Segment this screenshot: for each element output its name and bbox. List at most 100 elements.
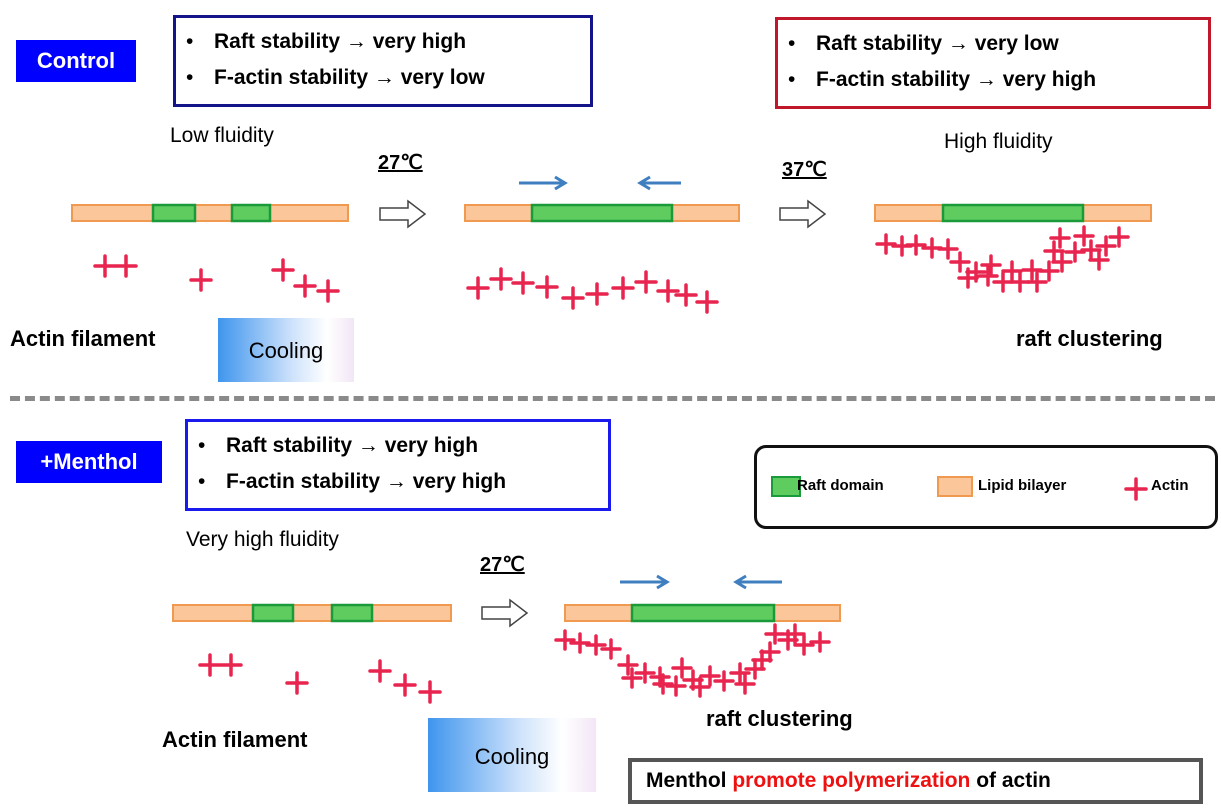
actin-cross <box>293 274 317 298</box>
actin-monomer <box>949 251 971 273</box>
actin-cross <box>1088 249 1110 271</box>
actin-monomer <box>734 673 756 695</box>
actin-cross <box>1049 227 1071 249</box>
actin-monomer <box>764 623 786 645</box>
actin-cross <box>674 283 698 307</box>
actin-cross <box>980 254 1002 276</box>
actin-filament-label: Actin filament <box>10 326 156 351</box>
actin-cross <box>634 270 658 294</box>
actin-cross <box>713 670 735 692</box>
actin-monomer <box>114 254 138 278</box>
actin-monomer <box>784 623 806 645</box>
actin-cross <box>764 623 786 645</box>
actin-cross <box>393 673 417 697</box>
actin-cross <box>652 673 674 695</box>
menthol-tag: +Menthol <box>16 441 162 483</box>
raft-domain <box>630 603 776 623</box>
actin-monomer <box>1108 226 1130 248</box>
actin-cross <box>418 680 442 704</box>
actin-cross <box>611 276 635 300</box>
actin-cross <box>93 254 117 278</box>
legend-lipid-label: Lipid bilayer <box>978 477 1067 494</box>
actin-cross <box>759 641 781 663</box>
legend: Raft domain Lipid bilayer Actin <box>754 445 1218 529</box>
actin-monomer <box>1038 260 1060 282</box>
actin-cross <box>1043 240 1065 262</box>
actin-monomer <box>875 233 897 255</box>
actin-cross <box>1001 260 1023 282</box>
actin-monomer <box>489 267 513 291</box>
actin-cross <box>649 666 671 688</box>
cooling-gradient: Cooling <box>218 318 354 382</box>
actin-monomer <box>511 271 535 295</box>
actin-monomer <box>554 629 576 651</box>
actin-monomer <box>1001 260 1023 282</box>
actin-monomer <box>674 283 698 307</box>
actin-monomer <box>93 254 117 278</box>
high-fluidity-label: High fluidity <box>944 130 1053 153</box>
actin-cross <box>1073 225 1095 247</box>
actin-cross <box>219 653 243 677</box>
actin-monomer <box>965 261 987 283</box>
conclusion-box: Menthol promote polymerization of actin <box>628 758 1203 804</box>
actin-filament-label: Actin filament <box>162 727 308 752</box>
raft-clustering-label: raft clustering <box>706 706 853 731</box>
actin-monomer <box>1088 249 1110 271</box>
actin-cross <box>793 634 815 656</box>
actin-monomer <box>1021 259 1043 281</box>
menthol-summary-box: •Raft stability → very high •F-actin sta… <box>185 419 611 511</box>
actin-monomer <box>689 676 711 698</box>
actin-cross <box>949 251 971 273</box>
actin-monomer <box>751 649 773 671</box>
actin-cross <box>875 233 897 255</box>
actin-cross <box>965 261 987 283</box>
summary-item: •F-actin stability → very high <box>788 68 1097 91</box>
raft-domain <box>251 603 295 623</box>
actin-monomer <box>682 669 704 691</box>
actin-monomer <box>621 667 643 689</box>
raft-domain <box>941 203 1085 223</box>
process-arrow <box>779 199 827 229</box>
actin-monomer <box>368 659 392 683</box>
actin-cross <box>114 254 138 278</box>
actin-cross <box>937 238 959 260</box>
actin-monomer <box>977 265 999 287</box>
actin-monomer <box>569 632 591 654</box>
actin-monomer <box>535 275 559 299</box>
actin-monomer <box>937 238 959 260</box>
legend-actin-label: Actin <box>1151 477 1189 494</box>
temperature-27-label: 27℃ <box>480 554 525 576</box>
actin-monomer <box>271 258 295 282</box>
actin-cross <box>271 258 295 282</box>
very-high-fluidity-label: Very high fluidity <box>186 528 339 551</box>
temperature-27-label: 27℃ <box>378 152 423 174</box>
summary-item: •Raft stability → very low <box>788 32 1059 55</box>
actin-monomer <box>665 675 687 697</box>
summary-item: •Raft stability → very high <box>198 434 479 457</box>
movement-arrow-head <box>656 574 670 590</box>
actin-monomer <box>198 653 222 677</box>
actin-cross <box>992 271 1014 293</box>
actin-monomer <box>561 286 585 310</box>
temperature-37-label: 37℃ <box>782 159 827 181</box>
cooling-gradient: Cooling <box>428 718 596 792</box>
actin-cross <box>634 662 656 684</box>
raft-domain <box>151 203 197 223</box>
actin-monomer <box>759 641 781 663</box>
actin-monomer <box>957 267 979 289</box>
actin-monomer <box>316 279 340 303</box>
movement-arrow-head <box>733 574 747 590</box>
actin-cross <box>1108 226 1130 248</box>
actin-cross <box>511 271 535 295</box>
actin-monomer <box>695 290 719 314</box>
legend-raft-label: Raft domain <box>797 477 884 494</box>
actin-cross <box>1038 260 1060 282</box>
process-arrow <box>379 199 427 229</box>
actin-cross <box>1080 239 1102 261</box>
low-fluidity-label: Low fluidity <box>170 124 274 147</box>
actin-cross <box>1009 271 1031 293</box>
actin-monomer <box>649 666 671 688</box>
actin-cross <box>744 658 766 680</box>
actin-monomer <box>729 662 751 684</box>
actin-monomer <box>1051 251 1073 273</box>
